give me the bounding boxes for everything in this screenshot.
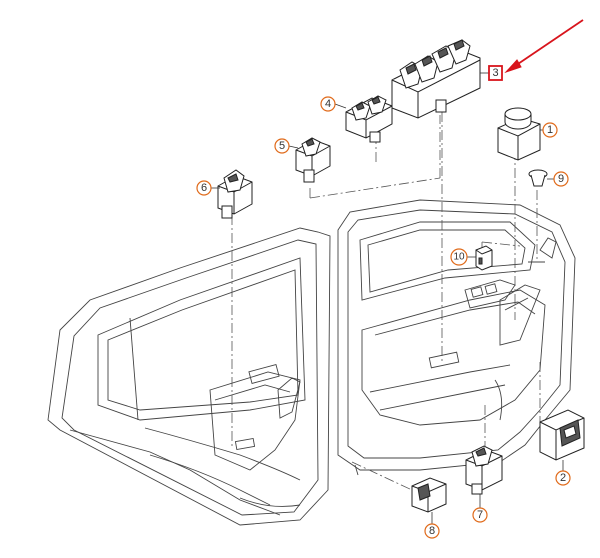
assembly-leader-lines (231, 112, 541, 491)
callout-3: 3 (480, 65, 503, 81)
part-5-single-window-switch (295, 137, 331, 183)
callout-8-label: 8 (429, 525, 435, 537)
part-2-window-switch-assembly (539, 409, 585, 461)
part-3-driver-window-switch (391, 39, 481, 119)
callout-5: 5 (274, 138, 299, 154)
red-pointer-arrow (504, 19, 584, 74)
part-10-connector (475, 245, 493, 271)
callout-10: 10 (450, 248, 476, 266)
callout-9-label: 9 (558, 173, 564, 185)
part-9-clip (528, 169, 548, 187)
front-door-illustration (337, 199, 576, 471)
callout-8: 8 (424, 512, 440, 539)
callout-4-label: 4 (325, 98, 331, 110)
callout-5-label: 5 (279, 140, 285, 152)
callout-3-label: 3 (492, 67, 498, 79)
part-7-window-switch (465, 445, 503, 495)
part-4-dual-window-switch (345, 95, 393, 143)
callout-6: 6 (196, 180, 220, 196)
part-8-window-switch (411, 477, 447, 513)
callout-6-label: 6 (201, 182, 207, 194)
part-1-mirror-adjust-switch (497, 107, 541, 161)
callout-3-highlight-box (488, 65, 503, 81)
callout-1: 1 (540, 122, 558, 138)
part-6-rear-window-switch (217, 169, 253, 219)
callout-9: 9 (547, 171, 569, 187)
callout-7: 7 (472, 494, 488, 523)
rear-door-illustration (47, 227, 359, 526)
callout-7-label: 7 (477, 509, 483, 521)
callout-1-label: 1 (547, 124, 553, 136)
callout-2-label: 2 (560, 472, 566, 484)
callout-10-label: 10 (453, 252, 465, 263)
callout-4: 4 (320, 96, 347, 112)
callout-2: 2 (555, 460, 571, 486)
